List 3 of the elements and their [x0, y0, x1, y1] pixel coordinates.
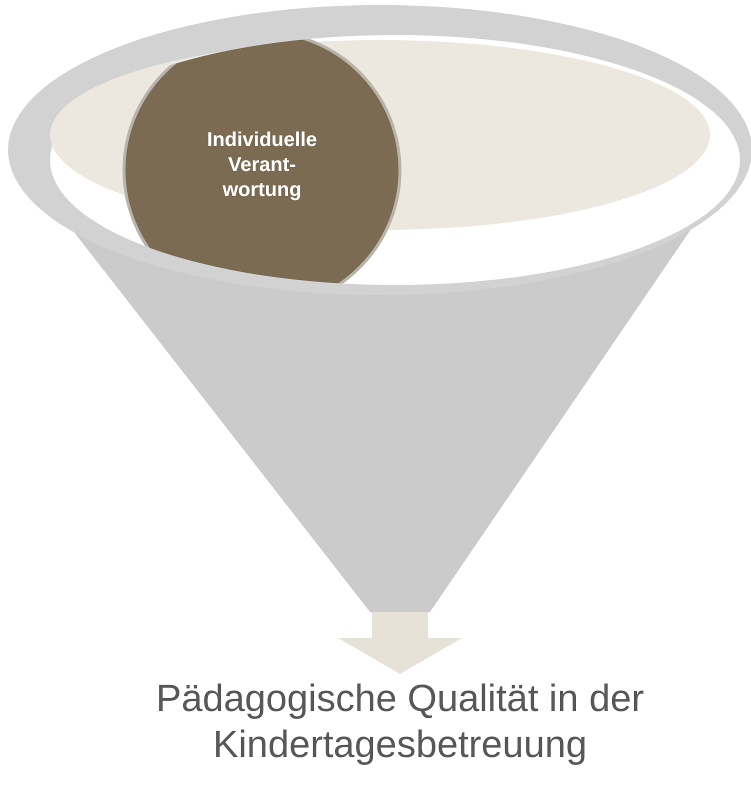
- arrow: [338, 612, 462, 674]
- result-label: Pädagogische Qualität in der Kindertagesbetreuung: [155, 677, 645, 768]
- circle-label: Individuelle Verant- wortung: [206, 128, 318, 203]
